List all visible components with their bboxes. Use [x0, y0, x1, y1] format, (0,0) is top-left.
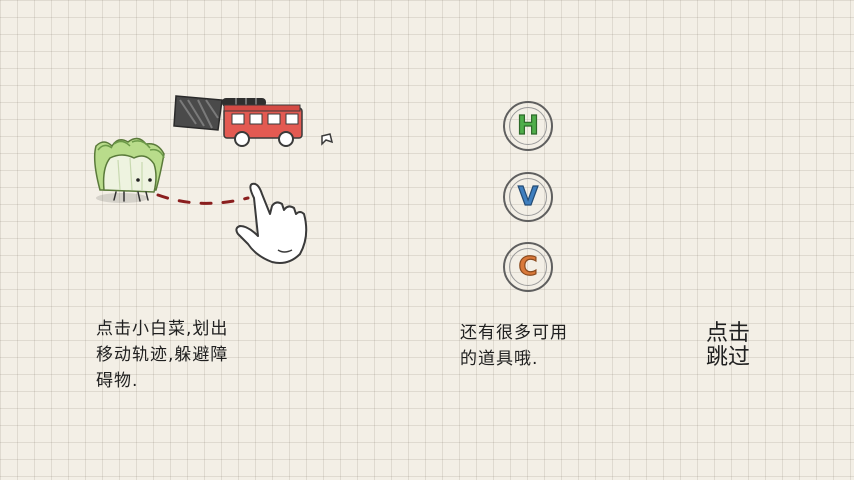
- item-button-c[interactable]: C: [503, 242, 553, 292]
- swipe-trail: [156, 193, 250, 205]
- right-hint-line: 的道具哦.: [460, 349, 539, 369]
- item-letter-v: V: [517, 181, 539, 212]
- skip-label-line: 跳过: [705, 345, 750, 370]
- left-hint-line: 移动轨迹,躲避障: [96, 345, 229, 365]
- cleaver-icon: [173, 95, 266, 131]
- item-letter-h: H: [517, 110, 540, 141]
- right-hint-line: 还有很多可用: [460, 323, 568, 343]
- right-hint-text: 还有很多可用 的道具哦.: [460, 320, 568, 372]
- item-button-h[interactable]: H: [503, 101, 553, 151]
- skip-button[interactable]: 点击 跳过: [696, 322, 760, 370]
- left-hint-line: 点击小白菜,划出: [96, 319, 229, 339]
- item-letter-c: C: [518, 251, 538, 282]
- fire-truck-icon: [223, 104, 303, 147]
- debris-icon: [321, 133, 334, 146]
- left-hint-line: 碍物.: [96, 371, 139, 391]
- item-button-v[interactable]: V: [503, 172, 553, 222]
- left-hint-text: 点击小白菜,划出 移动轨迹,躲避障 碍物.: [96, 316, 228, 394]
- skip-label-line: 点击: [705, 321, 750, 346]
- pointing-hand-icon: [235, 182, 308, 264]
- cabbage-icon[interactable]: [93, 137, 165, 203]
